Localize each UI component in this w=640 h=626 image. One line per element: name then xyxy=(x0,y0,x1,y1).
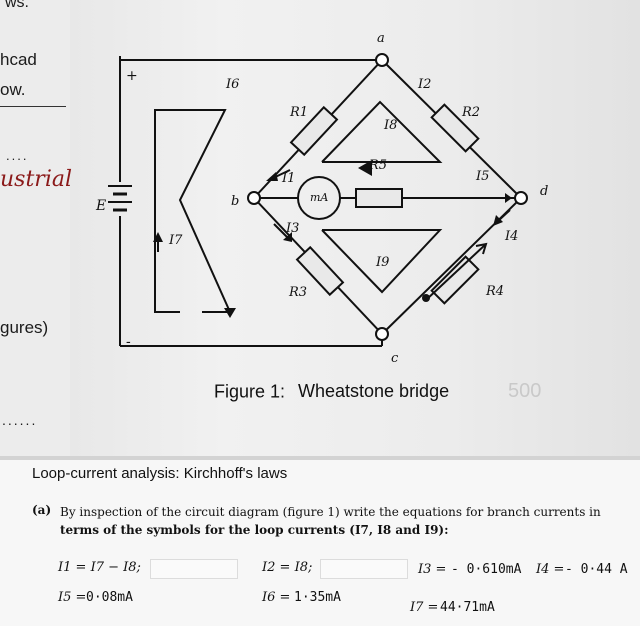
resistor-r1 xyxy=(289,105,339,157)
equation-i6: I6 = xyxy=(262,590,291,605)
equation-i3: I3 = xyxy=(418,562,447,577)
ammeter xyxy=(297,176,341,220)
resistor-r3 xyxy=(295,245,345,297)
photo-shading xyxy=(0,0,640,458)
label-i5: I5 xyxy=(475,169,489,184)
label-i8: I8 xyxy=(383,118,397,133)
variable-arrow-head xyxy=(475,242,488,255)
label-i3: I3 xyxy=(285,221,299,236)
label-i6: I6 xyxy=(225,77,239,92)
answer-i7: 44·71mA xyxy=(440,600,495,615)
resistor-r2 xyxy=(430,103,480,153)
label-r5: R5 xyxy=(368,158,387,173)
arrowhead xyxy=(266,172,278,181)
answer-i3: - 0·610mA xyxy=(451,562,522,577)
answer-field[interactable] xyxy=(150,559,238,579)
arrowhead xyxy=(153,232,163,242)
variable-arrow xyxy=(425,243,487,301)
arrowhead xyxy=(224,308,236,318)
label-r3: R3 xyxy=(288,285,307,300)
equation-i4: I4 = xyxy=(536,562,565,577)
junction-dot xyxy=(422,294,430,302)
node-d xyxy=(514,191,528,205)
fragment-text: ow. xyxy=(0,80,26,99)
node-a xyxy=(375,53,389,67)
loop-i8 xyxy=(321,100,443,163)
answer-field[interactable] xyxy=(320,559,408,579)
label-i1: I1 xyxy=(281,171,295,186)
label-i7: I7 xyxy=(168,233,183,248)
question-text: terms of the symbols for the loop curren… xyxy=(60,523,449,537)
resistor-r4 xyxy=(430,255,480,305)
equation-i2: I2 = I8; xyxy=(262,560,313,575)
divider-line xyxy=(0,106,66,107)
wire-top xyxy=(119,56,382,61)
dots: .... xyxy=(6,148,29,163)
label-plus: + xyxy=(126,68,138,84)
arrowhead xyxy=(505,193,512,203)
fragment-text: gures) xyxy=(0,318,49,337)
label-i2: I2 xyxy=(417,77,431,92)
arrowhead xyxy=(283,232,292,242)
background-number: 500 xyxy=(508,380,542,402)
figure-title: Wheatstone bridge xyxy=(298,381,450,401)
label-r1: R1 xyxy=(289,105,308,120)
label-node-c: c xyxy=(391,351,399,366)
equation-i7: I7 = xyxy=(410,600,439,615)
label-battery: E xyxy=(95,198,106,214)
node-b xyxy=(247,191,261,205)
worksheet-section xyxy=(0,460,640,626)
loop-i9 xyxy=(321,229,443,294)
label-node-a: a xyxy=(377,31,385,46)
handwritten-annotation: ustrial xyxy=(0,167,73,192)
dots: ...... xyxy=(2,412,38,428)
section-divider xyxy=(0,456,640,460)
question-label: (a) xyxy=(32,503,52,517)
section-heading: Loop-current analysis: Kirchhoff's laws xyxy=(32,465,288,482)
equation-i5: I5 = xyxy=(58,590,87,605)
label-node-d: d xyxy=(540,184,548,199)
adjacent-page-strip xyxy=(0,0,70,458)
wheatstone-bridge-diagram: a b c d + - E mA R1 R2 R3 R4 R5 I1 I2 I3… xyxy=(95,31,548,366)
label-r4: R4 xyxy=(485,284,504,299)
loop-i7 xyxy=(154,109,232,313)
label-i4: I4 xyxy=(504,229,518,244)
question-text: By inspection of the circuit diagram (fi… xyxy=(60,505,601,519)
arrowhead xyxy=(493,215,503,226)
equation-i1: I1 = I7 − I8; xyxy=(58,560,141,575)
label-r2: R2 xyxy=(461,105,480,120)
answer-i6: 1·35mA xyxy=(294,590,341,605)
fragment-text: ws. xyxy=(5,0,29,11)
label-minus: - xyxy=(126,334,131,350)
label-node-b: b xyxy=(231,194,239,209)
arrowhead xyxy=(358,160,372,176)
resistor-r5 xyxy=(355,188,403,208)
fragment-text: hcad xyxy=(0,50,37,69)
figure-caption: Figure 1: xyxy=(214,380,286,402)
node-c xyxy=(375,327,389,341)
answer-i4: - 0·44 A xyxy=(565,562,628,577)
label-i9: I9 xyxy=(375,255,389,270)
label-meter: mA xyxy=(310,191,328,204)
answer-i5: 0·08mA xyxy=(86,590,133,605)
arrow-i3 xyxy=(273,223,289,239)
figure-photo: ws. hcad ow. .... ustrial gures) ...... … xyxy=(0,0,640,458)
